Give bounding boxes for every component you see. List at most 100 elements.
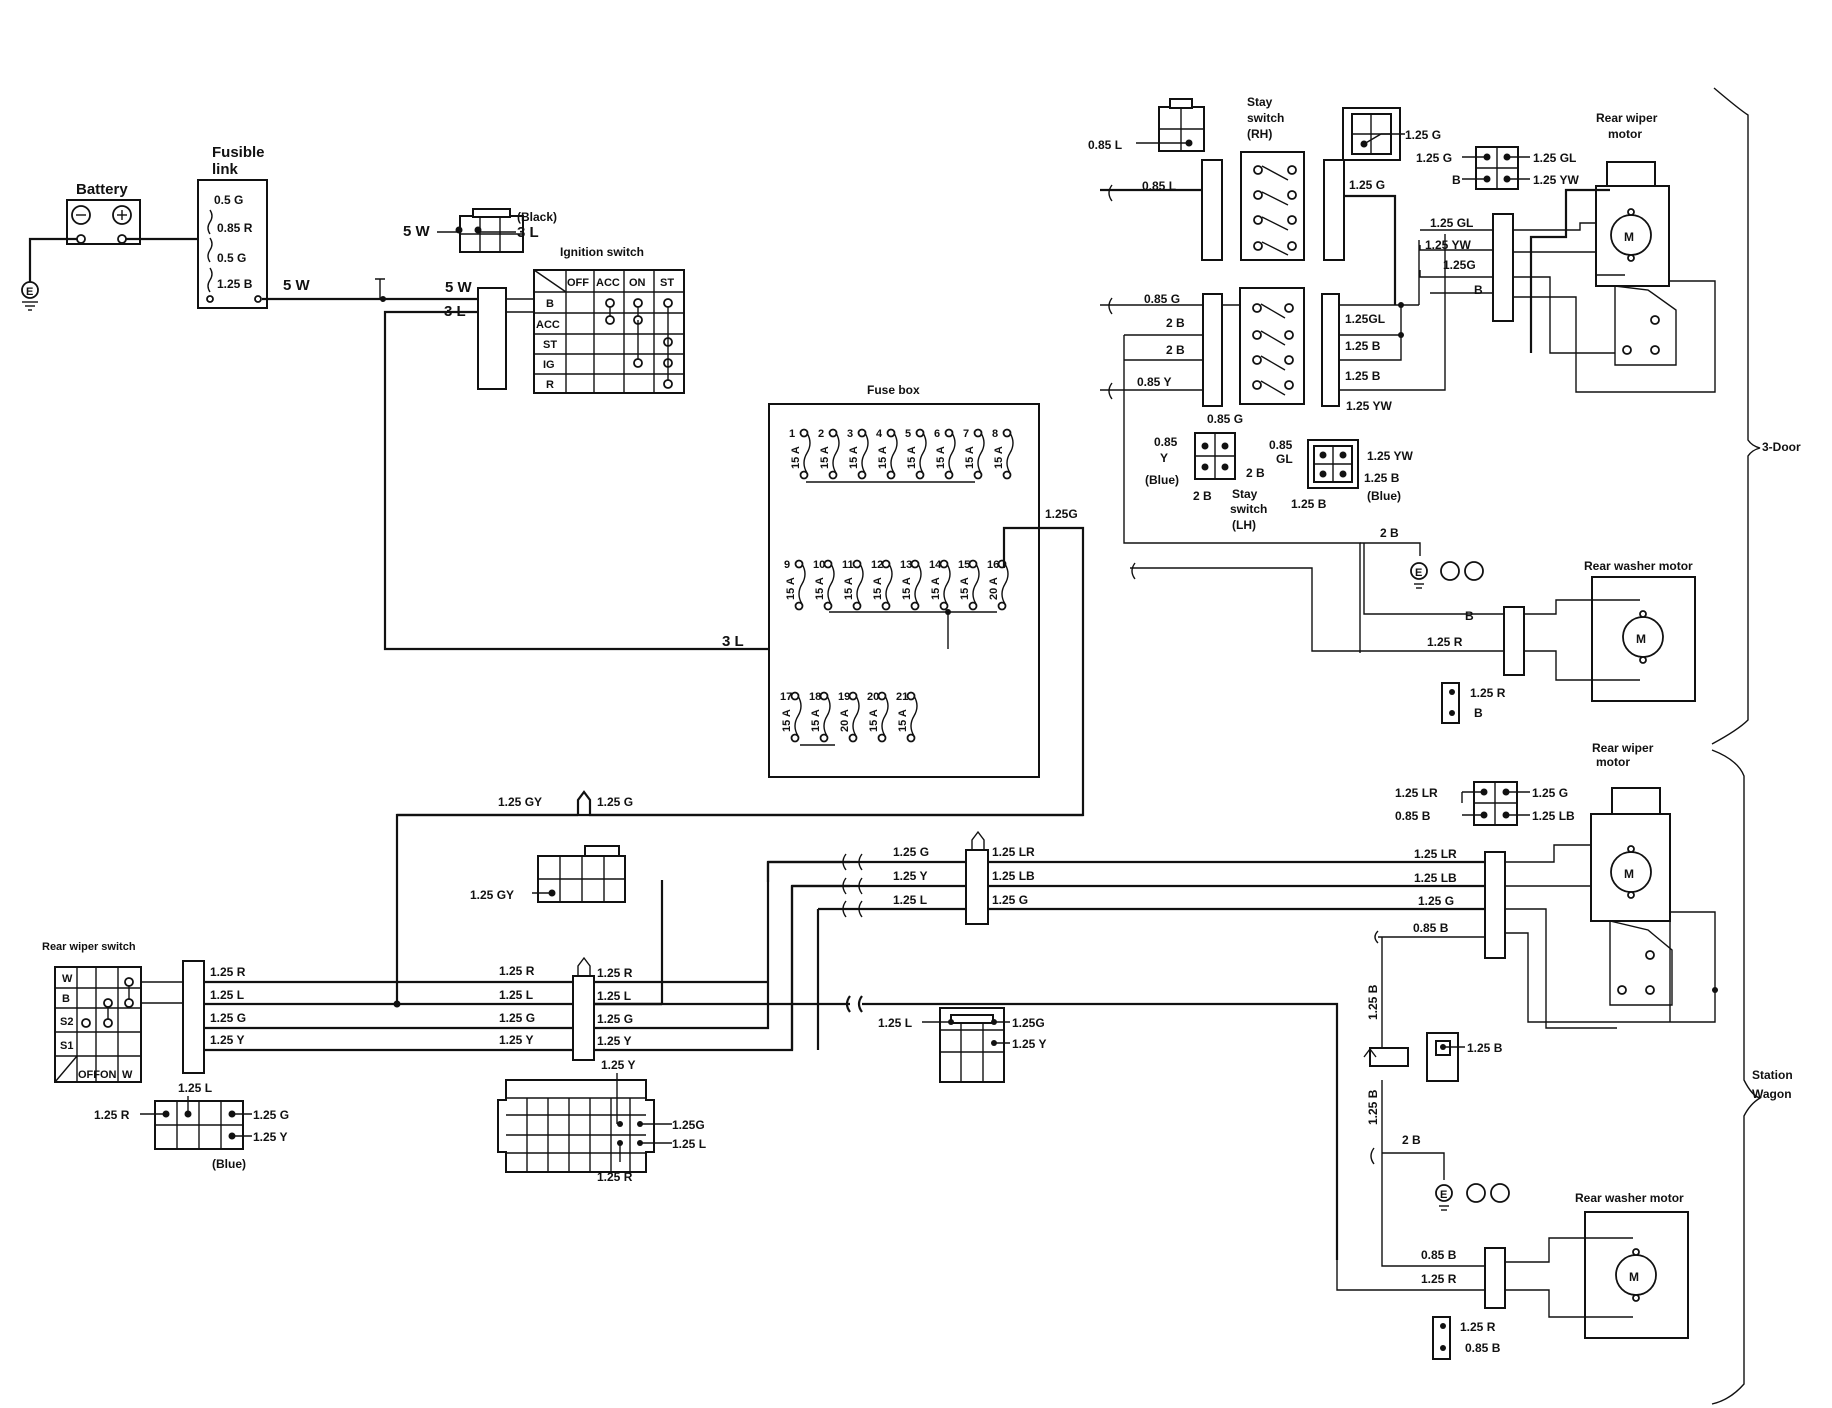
svg-text:1.25 L: 1.25 L (210, 988, 244, 1002)
fuse-rating: 15 A (877, 446, 889, 469)
svg-text:(LH): (LH) (1232, 518, 1256, 532)
svg-text:1.25 L: 1.25 L (178, 1081, 212, 1095)
svg-text:1.25 G: 1.25 G (893, 845, 929, 859)
svg-text:ON: ON (100, 1069, 117, 1081)
svg-text:1.25 GY: 1.25 GY (498, 795, 542, 809)
washer-small-connector-sw: 1.25 R 0.85 B (1432, 1316, 1501, 1360)
svg-text:W: W (122, 1069, 133, 1081)
connector-d-right (1321, 293, 1340, 407)
fuse-number: 4 (876, 428, 883, 440)
svg-text:1.25 B: 1.25 B (217, 277, 253, 291)
fuse-number: 3 (847, 428, 853, 440)
fuse-number: 15 (958, 559, 970, 571)
svg-text:1.25 G: 1.25 G (1416, 151, 1452, 165)
fuse-number: 17 (780, 691, 792, 703)
fuse-rating: 15 A (819, 446, 831, 469)
large-harness-connector: 1.25 Y 1.25G 1.25 L 1.25 R (497, 1058, 706, 1184)
svg-text:1.25 GL: 1.25 GL (1430, 216, 1473, 230)
fuse-11: 11 15 A (842, 559, 864, 611)
fuse-rating: 20 A (839, 709, 851, 732)
stay-switch-lh: 0.85 G 0.85 Y (Blue) 2 B 2 B Stay switch… (1145, 412, 1267, 532)
svg-text:1.25 L: 1.25 L (597, 989, 631, 1003)
fuse-9: 915 A (784, 559, 806, 611)
svg-text:Stay: Stay (1232, 487, 1258, 501)
fuse-number: 16 (987, 559, 999, 571)
svg-text:1.25 Y: 1.25 Y (253, 1130, 287, 1144)
svg-text:1.25 B: 1.25 B (1291, 497, 1327, 511)
svg-text:1.25 LB: 1.25 LB (1414, 871, 1457, 885)
svg-text:B: B (546, 298, 554, 310)
svg-text:Fuse box: Fuse box (867, 383, 920, 397)
svg-text:Rear wiper switch: Rear wiper switch (42, 941, 136, 953)
fuse-rating: 15 A (897, 709, 909, 732)
harness-connector-2 (572, 975, 595, 1061)
fuse-rating: 15 A (993, 446, 1005, 469)
svg-text:1.25 G: 1.25 G (992, 893, 1028, 907)
svg-text:S2: S2 (60, 1016, 73, 1028)
fuse-number: 7 (963, 428, 969, 440)
connector-d-left (1202, 293, 1223, 407)
rear-wiper-motor-3door: Rear wiper motor M (1595, 111, 1677, 366)
fuse-number: 12 (871, 559, 883, 571)
ignition-switch: Ignition switch OFF ACC ON ST B ACC ST I… (533, 245, 685, 394)
svg-text:1.25 GY: 1.25 GY (470, 888, 514, 902)
svg-text:1.25 R: 1.25 R (597, 966, 633, 980)
svg-text:OFF: OFF (567, 277, 589, 289)
fuse-1: 115 A (789, 428, 811, 480)
fuse-rating: 15 A (930, 577, 942, 600)
svg-text:B: B (62, 993, 70, 1005)
fuse-number: 10 (813, 559, 825, 571)
washer-connector-top (1503, 606, 1525, 676)
svg-text:Rear washer motor: Rear washer motor (1584, 559, 1693, 573)
svg-text:(Black): (Black) (517, 210, 557, 224)
fuse-3: 315 A (847, 428, 869, 480)
fuse-rating: 15 A (814, 577, 826, 600)
connector-rh-right (1323, 159, 1345, 261)
connector-125g: 1.25 G (1342, 107, 1441, 161)
connector-sw-mid (965, 849, 989, 925)
svg-text:3 L: 3 L (722, 633, 744, 650)
fuse-rating: 15 A (785, 577, 797, 600)
svg-text:1.25 B: 1.25 B (1366, 1089, 1380, 1125)
fuse-rating: 15 A (843, 577, 855, 600)
fuse-rating: 15 A (901, 577, 913, 600)
svg-text:1.25 G: 1.25 G (597, 795, 633, 809)
svg-text:1.25 Y: 1.25 Y (597, 1034, 631, 1048)
svg-text:motor: motor (1608, 127, 1642, 141)
battery: Battery (66, 181, 141, 245)
resistor-bw (1363, 1047, 1409, 1067)
svg-text:M: M (1624, 867, 1634, 881)
svg-text:0.85 G: 0.85 G (1207, 412, 1243, 426)
svg-text:1.25 YW: 1.25 YW (1425, 238, 1471, 252)
svg-text:3-Door: 3-Door (1762, 440, 1801, 454)
svg-text:IG: IG (543, 359, 555, 371)
svg-text:2 B: 2 B (1193, 489, 1212, 503)
svg-text:switch: switch (1247, 111, 1284, 125)
connector-motor-top (1492, 213, 1514, 322)
svg-text:Station: Station (1752, 1068, 1793, 1082)
battery-label: Battery (76, 181, 128, 198)
wiper-motor-connector-top: 1.25 G 1.25 GL B 1.25 YW (1416, 146, 1579, 190)
svg-text:(Blue): (Blue) (1367, 489, 1401, 503)
svg-text:2 B: 2 B (1166, 316, 1185, 330)
svg-text:5 W: 5 W (283, 277, 311, 294)
washer-small-connector-top: 1.25 R B (1441, 682, 1506, 724)
ground-icon: E (21, 281, 39, 311)
svg-text:(Blue): (Blue) (212, 1157, 246, 1171)
fuse-number: 1 (789, 428, 795, 440)
stay-switch-rh: Stay switch (RH) (1240, 95, 1305, 261)
fuse-number: 11 (842, 559, 854, 571)
svg-text:Rear wiper: Rear wiper (1596, 111, 1658, 125)
svg-text:1.25 L: 1.25 L (499, 988, 533, 1002)
svg-text:B: B (1465, 609, 1474, 623)
svg-text:1.25 YW: 1.25 YW (1346, 399, 1392, 413)
fuse-number: 5 (905, 428, 911, 440)
fuse-number: 6 (934, 428, 940, 440)
fuse-box: Fuse box (768, 383, 1040, 778)
svg-text:(Blue): (Blue) (1145, 473, 1179, 487)
